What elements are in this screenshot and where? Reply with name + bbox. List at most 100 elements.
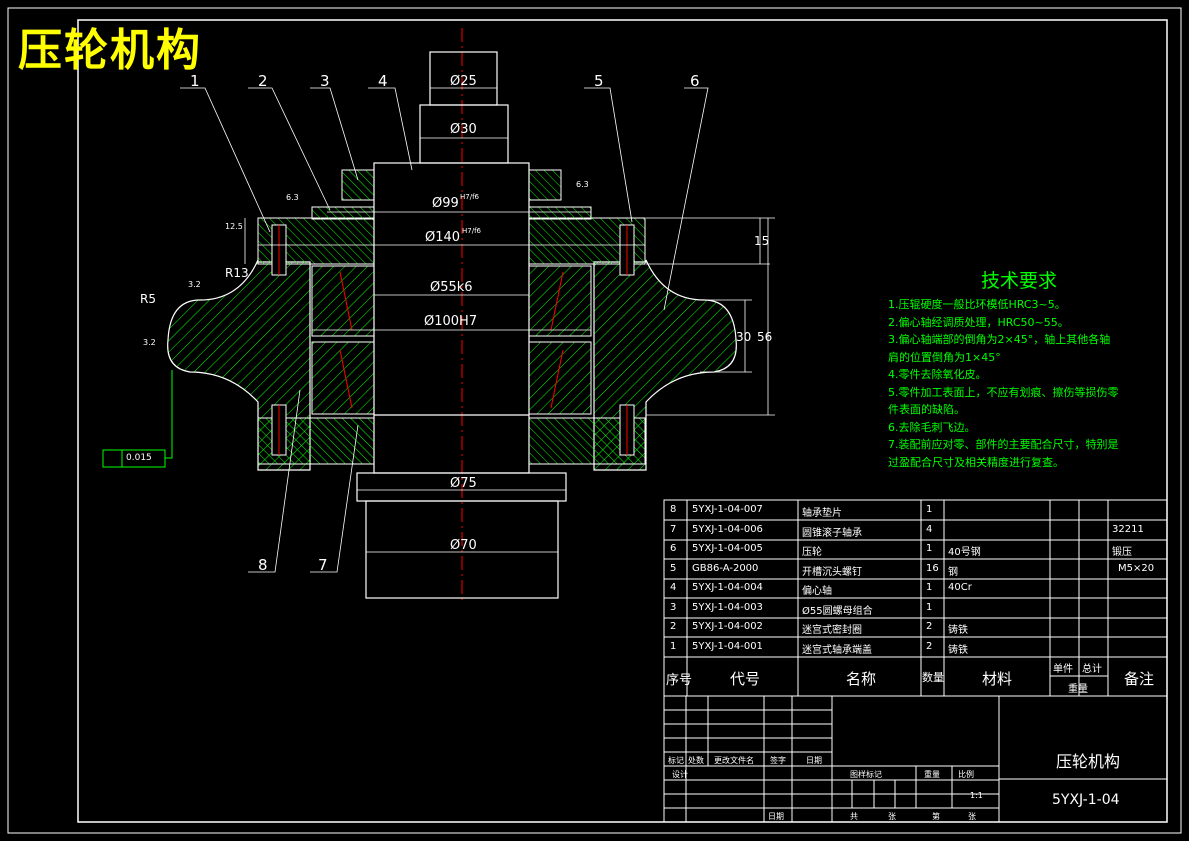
tech-line: 过盈配合尺寸及相关精度进行复查。: [888, 455, 1064, 469]
dim-d99-tol: H7/f6: [460, 193, 479, 201]
balloon-7: 7: [318, 556, 328, 574]
countersunk-screws: [271, 224, 635, 456]
tb-file: 更改文件名: [714, 756, 754, 765]
rough-right: 6.3: [576, 180, 589, 189]
tb-weight: 重量: [924, 770, 940, 779]
balloon-8: 8: [258, 556, 268, 574]
tech-line: 7.装配前应对零、部件的主要配合尺寸，特别是: [888, 438, 1119, 451]
dim-12-5: 12.5: [225, 222, 243, 231]
dim-d99: Ø99: [432, 196, 459, 211]
tb-sign: 签字: [770, 756, 786, 765]
bom-name: 轴承垫片: [802, 508, 842, 519]
bom-qty: 2: [926, 621, 933, 632]
eccentric-shaft: [373, 51, 530, 474]
dim-30: 30: [736, 330, 752, 344]
bom-code: 5YXJ-1-04-004: [692, 582, 763, 593]
bom-header-total: 总计: [1082, 664, 1102, 675]
tech-line: 5.零件加工表面上，不应有划痕、擦伤等损伤零: [888, 385, 1119, 399]
tech-line: 3.偏心轴端部的倒角为2×45°，轴上其他各轴: [888, 333, 1111, 346]
bom-code: 5YXJ-1-04-002: [692, 621, 763, 632]
bom-qty: 1: [926, 543, 933, 554]
bom-name: 压轮: [802, 547, 822, 558]
bom-header-weight: 重量: [1068, 684, 1088, 695]
bom-header-note: 备注: [1124, 670, 1155, 688]
bom-no: 3: [670, 602, 677, 613]
bom-mat: 钢: [948, 567, 958, 578]
outer-frame: [7, 7, 1182, 834]
rough-left: 6.3: [286, 193, 299, 202]
bom-qty: 1: [926, 602, 933, 613]
bom-name: 迷宫式轴承端盖: [802, 645, 872, 656]
flatness-value: 0.015: [126, 453, 152, 463]
round-nut: [341, 169, 562, 201]
tb-page: 张: [968, 812, 976, 821]
tech-line: 2.偏心轴经调质处理，HRC50~55。: [888, 315, 1069, 329]
dim-d140: Ø140: [425, 230, 461, 245]
bom-qty: 1: [926, 582, 933, 593]
tech-heading: 技术要求: [980, 270, 1057, 292]
dim-15: 15: [754, 234, 770, 248]
dim-r13: R13: [225, 266, 249, 280]
drawing-title: 压轮机构: [18, 25, 202, 76]
bom-header-no: 序号: [666, 673, 693, 688]
dimension-lines: [244, 87, 775, 553]
tb-scale-label: 比例: [958, 770, 974, 779]
bom-name: 迷宫式密封圈: [802, 625, 862, 636]
bom-mat: 40Cr: [948, 582, 972, 593]
bom-name: 开槽沉头螺钉: [802, 567, 862, 578]
bom-no: 1: [670, 641, 677, 652]
dim-d25: Ø25: [450, 74, 477, 89]
balloon-4: 4: [378, 72, 388, 90]
tb-scale: 1:1: [970, 791, 983, 800]
tb-name: 压轮机构: [1056, 752, 1121, 771]
bom-header-name: 名称: [846, 670, 877, 688]
technical-requirements: 技术要求 1.压辊硬度一般比环模低HRC3~5。 2.偏心轴经调质处理，HRC5…: [888, 268, 1168, 471]
bom-mat: 铸铁: [948, 625, 968, 636]
shaft-bottom: [356, 472, 567, 599]
bom-no: 8: [670, 504, 677, 515]
tb-stage: 图样标记: [850, 770, 882, 779]
dim-r5: R5: [140, 292, 156, 306]
bom-mat: 铸铁: [948, 645, 968, 656]
tech-line: 肩的位置倒角为1×45°: [888, 350, 1001, 364]
bom-note: 锻压: [1112, 547, 1132, 558]
tech-line: 4.零件去除氧化皮。: [888, 368, 987, 381]
bom-code: 5YXJ-1-04-006: [692, 524, 763, 535]
balloon-5: 5: [594, 72, 604, 90]
tb-page-of: 张: [888, 812, 896, 821]
bom-name: 偏心轴: [802, 586, 832, 597]
bom-no: 4: [670, 582, 677, 593]
tb-total: 共: [850, 812, 858, 821]
bom-code: 5YXJ-1-04-007: [692, 504, 763, 515]
flatness-tolerance: [102, 370, 173, 468]
bom-no: 2: [670, 621, 677, 632]
tech-line: 6.去除毛刺飞边。: [888, 420, 976, 434]
balloon-1: 1: [190, 72, 200, 90]
bom-code: 5YXJ-1-04-001: [692, 641, 763, 652]
bom-qty: 16: [926, 563, 939, 574]
bom-qty: 1: [926, 504, 933, 515]
tb-date2: 日期: [768, 812, 784, 821]
inner-frame: [77, 19, 1168, 823]
dim-56: 56: [757, 330, 773, 344]
bom-no: 7: [670, 524, 677, 535]
tb-sheet: 第: [932, 812, 940, 821]
bom-header-code: 代号: [730, 670, 761, 688]
bom-no: 5: [670, 563, 677, 574]
bom-no: 6: [670, 543, 677, 554]
tb-count: 处数: [688, 756, 704, 765]
dim-d30: Ø30: [450, 122, 477, 137]
bom-name: Ø55圆螺母组合: [802, 606, 873, 617]
tech-line: 1.压辊硬度一般比环模低HRC3~5。: [888, 298, 1066, 311]
balloon-3: 3: [320, 72, 330, 90]
bom-qty: 2: [926, 641, 933, 652]
balloon-6: 6: [690, 72, 700, 90]
bom-code: 5YXJ-1-04-005: [692, 543, 763, 554]
bom-header-qty: 数量: [922, 671, 944, 684]
rough-side: 3.2: [143, 338, 156, 347]
dim-d75: Ø75: [450, 476, 477, 491]
bom-code: 5YXJ-1-04-003: [692, 602, 763, 613]
dim-d140-tol: H7/f6: [462, 227, 481, 235]
tb-drawing-no: 5YXJ-1-04: [1052, 792, 1120, 808]
